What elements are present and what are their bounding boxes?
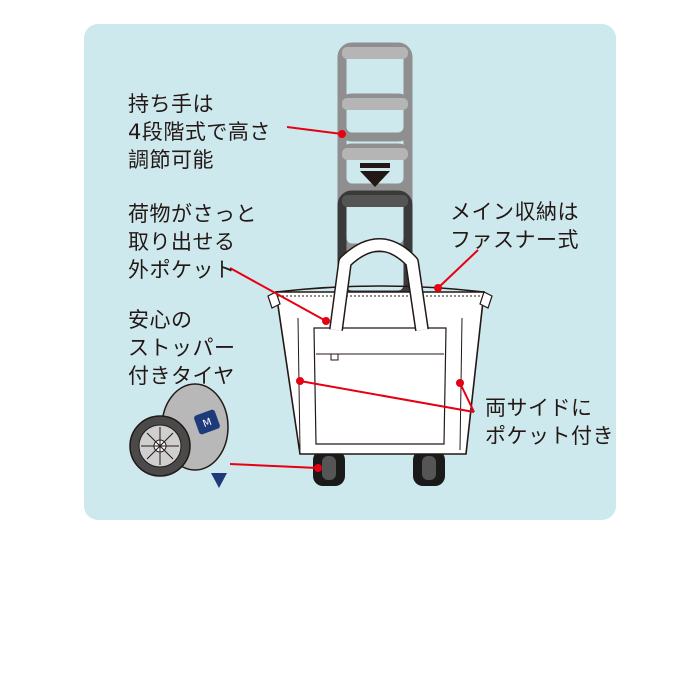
svg-text:M: M (202, 417, 214, 430)
bag-wheels (313, 450, 445, 486)
label-stopper-wheels: 安心の ストッパー 付きタイヤ (128, 308, 236, 388)
handle-stage-2 (337, 93, 413, 193)
stopper-wheel-detail: M (129, 383, 229, 488)
leader-lines (229, 126, 479, 472)
stopper-triangle-icon (211, 473, 227, 488)
tote-handle (329, 238, 429, 332)
outer-pocket (313, 327, 447, 445)
bag-body (267, 285, 493, 455)
label-outer-pocket: 荷物がさっと 取り出せる 外ポケット (128, 202, 257, 282)
label-handle-height: 持ち手は 4段階式で高さ 調節可能 (128, 92, 271, 172)
label-main-compartment: メイン収納は ファスナー式 (450, 200, 579, 252)
label-side-pockets: 両サイドに ポケット付き (485, 396, 614, 448)
handle-stage-top (337, 42, 413, 142)
down-triangle-icon (360, 163, 390, 187)
